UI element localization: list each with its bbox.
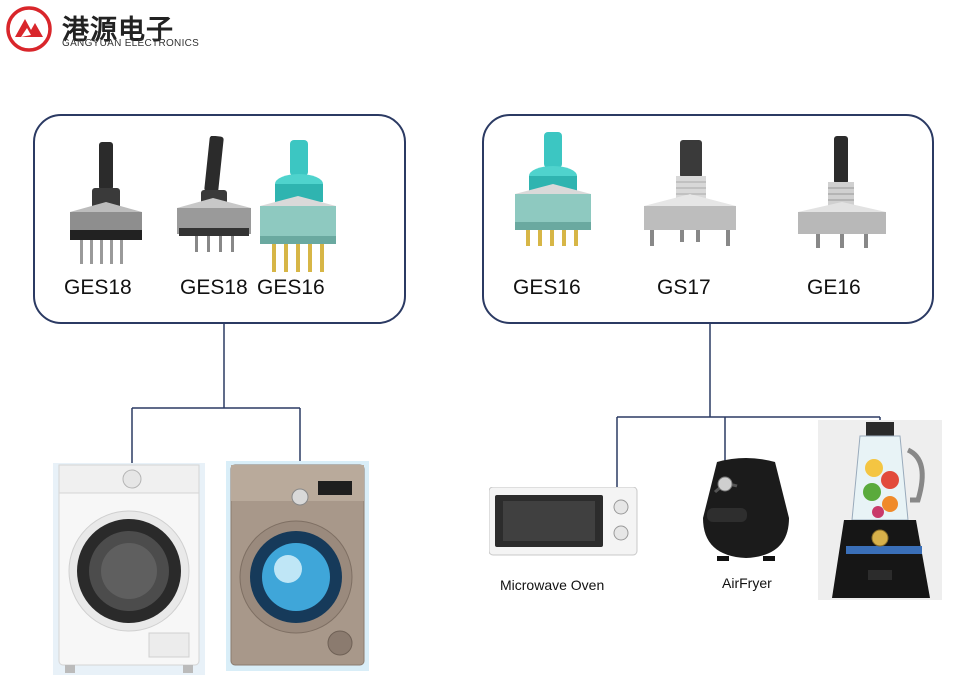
rotary-encoder-icon [644,140,736,246]
rotary-encoder-icon [70,142,142,264]
model-label: GES16 [257,276,325,299]
rotary-encoder-icon [260,140,336,272]
washing-machine-icon [53,463,205,675]
model-label: GE16 [807,276,861,299]
rotary-encoder-icon [798,136,886,248]
brand-logo-icon [6,6,52,52]
group-box-left [33,114,406,324]
air-fryer-icon [703,458,789,561]
model-label: GS17 [657,276,711,299]
rotary-encoder-icon [515,132,591,246]
group-box-right [482,114,934,324]
model-label: GES16 [513,276,581,299]
rotary-encoder-icon [177,136,251,252]
model-label: GES18 [180,276,248,299]
application-label-airfryer: AirFryer [722,575,772,591]
brand-name-cn: 港源电子 [62,15,174,46]
microwave-oven-icon [489,487,638,556]
brand-name-en: GANGYUAN ELECTRONICS [62,38,200,49]
model-label: GES18 [64,276,132,299]
washing-machine-icon [226,461,369,671]
blender-icon [818,420,942,600]
application-label-microwave: Microwave Oven [500,577,605,593]
